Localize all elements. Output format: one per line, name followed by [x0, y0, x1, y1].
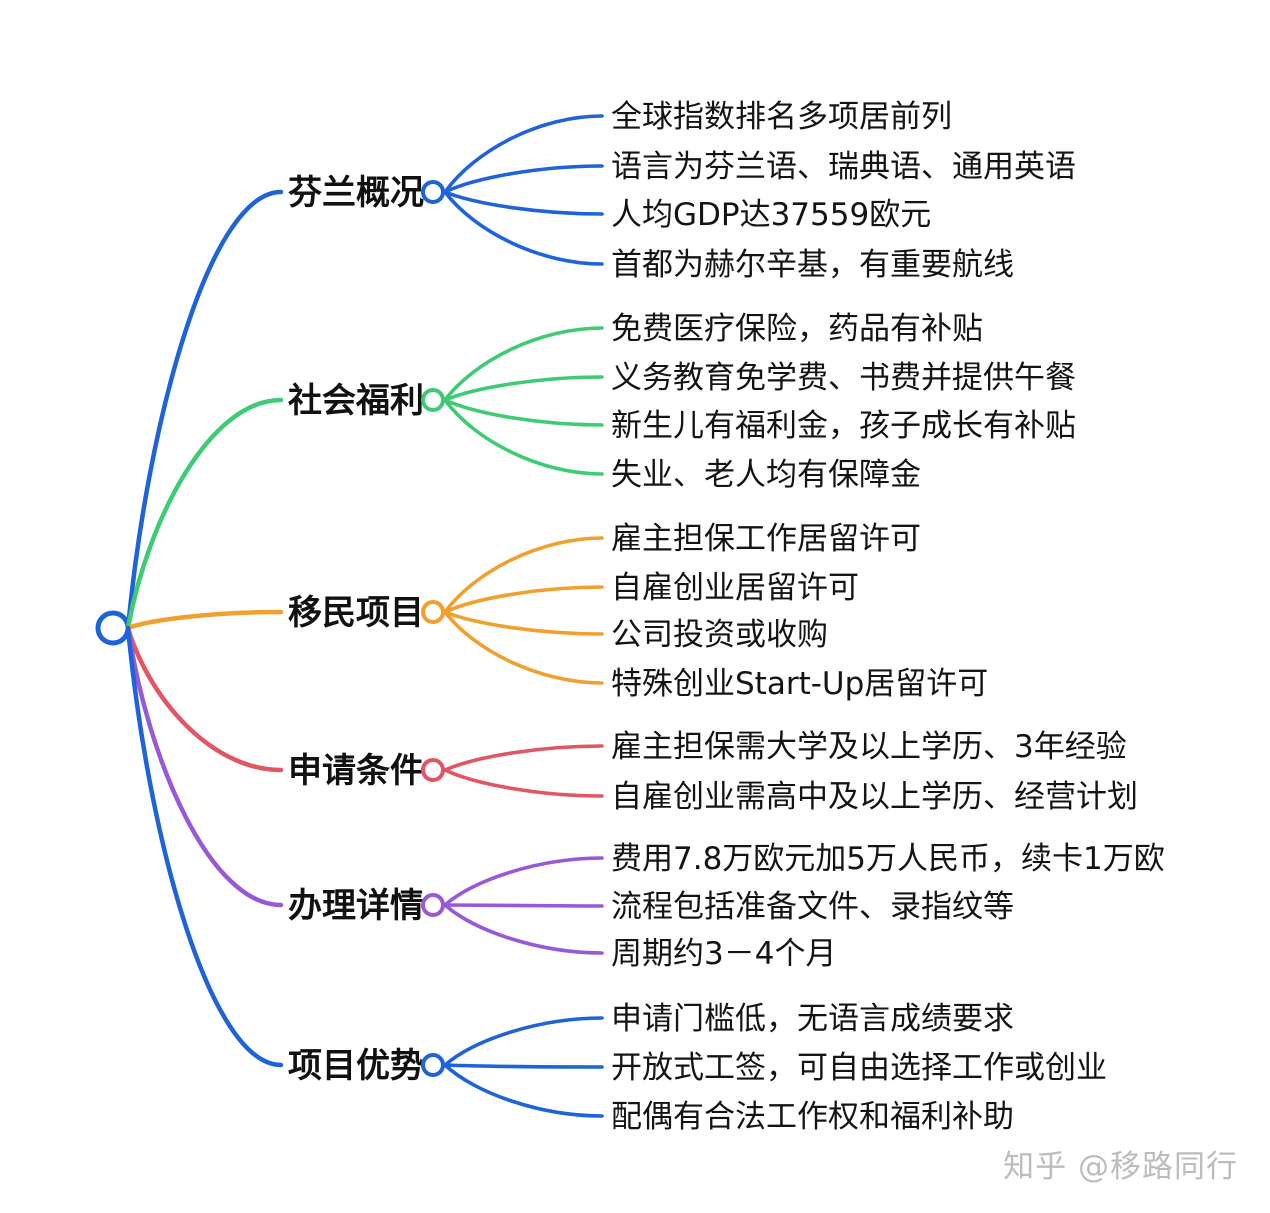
child-label: 雇主担保工作居留许可	[611, 521, 921, 557]
child-connector	[443, 536, 604, 614]
child-connector	[443, 610, 604, 636]
branch-connector	[125, 625, 284, 773]
child-connector	[443, 190, 604, 266]
child-connector	[443, 903, 604, 908]
branch-label: 办理详情	[288, 886, 424, 926]
child-connector	[443, 856, 604, 907]
child-label: 配偶有合法工作权和福利补助	[611, 1099, 1014, 1135]
branch-node-circle	[421, 180, 445, 204]
branch-node-circle	[421, 758, 445, 782]
child-label: 首都为赫尔辛基，有重要航线	[611, 247, 1014, 283]
child-label: 语言为芬兰语、瑞典语、通用英语	[611, 149, 1076, 185]
child-label: 义务教育免学费、书费并提供午餐	[611, 360, 1076, 396]
child-connector	[443, 164, 604, 194]
branch-node-circle	[421, 1053, 445, 1077]
child-connector	[443, 1063, 604, 1069]
branch-connector	[125, 189, 284, 631]
root-node-circle	[95, 610, 131, 646]
child-connector	[443, 375, 604, 402]
child-connector	[443, 398, 604, 427]
child-label: 人均GDP达37559欧元	[611, 197, 931, 233]
branch-label: 芬兰概况	[288, 173, 424, 213]
child-label: 申请门槛低，无语言成绩要求	[611, 1001, 1014, 1037]
branch-label: 申请条件	[288, 751, 424, 791]
branch-label: 社会福利	[288, 381, 424, 421]
branch-node-circle	[421, 388, 445, 412]
child-label: 费用7.8万欧元加5万人民币，续卡1万欧	[611, 841, 1165, 877]
child-connector	[443, 903, 604, 955]
child-label: 周期约3－4个月	[611, 936, 836, 972]
child-label: 自雇创业需高中及以上学历、经营计划	[611, 779, 1138, 815]
branch-label: 移民项目	[288, 593, 424, 633]
branch-connector	[125, 397, 284, 631]
branch-connector	[125, 625, 284, 908]
child-label: 开放式工签，可自由选择工作或创业	[611, 1050, 1107, 1086]
child-connector	[443, 398, 604, 476]
child-connector	[443, 1063, 604, 1118]
child-label: 失业、老人均有保障金	[611, 457, 921, 493]
child-label: 免费医疗保险，药品有补贴	[611, 311, 983, 347]
child-connector	[443, 768, 604, 798]
child-label: 公司投资或收购	[611, 617, 828, 653]
child-connector	[443, 326, 604, 402]
child-connector	[443, 585, 604, 614]
child-connector	[443, 610, 604, 685]
child-label: 流程包括准备文件、录指纹等	[611, 889, 1014, 925]
branch-connector	[125, 625, 284, 1068]
child-connector	[443, 190, 604, 216]
branch-node-circle	[421, 600, 445, 624]
child-label: 全球指数排名多项居前列	[611, 99, 952, 135]
branch-label: 项目优势	[288, 1046, 424, 1086]
child-label: 特殊创业Start-Up居留许可	[611, 666, 988, 702]
child-label: 自雇创业居留许可	[611, 570, 859, 606]
watermark: 知乎 @移路同行	[1003, 1149, 1238, 1185]
child-label: 新生儿有福利金，孩子成长有补贴	[611, 408, 1076, 444]
child-connector	[443, 114, 604, 194]
branch-connector	[125, 609, 284, 631]
child-label: 雇主担保需大学及以上学历、3年经验	[611, 729, 1127, 765]
child-connector	[443, 1016, 604, 1067]
child-connector	[443, 744, 604, 772]
branch-node-circle	[421, 893, 445, 917]
